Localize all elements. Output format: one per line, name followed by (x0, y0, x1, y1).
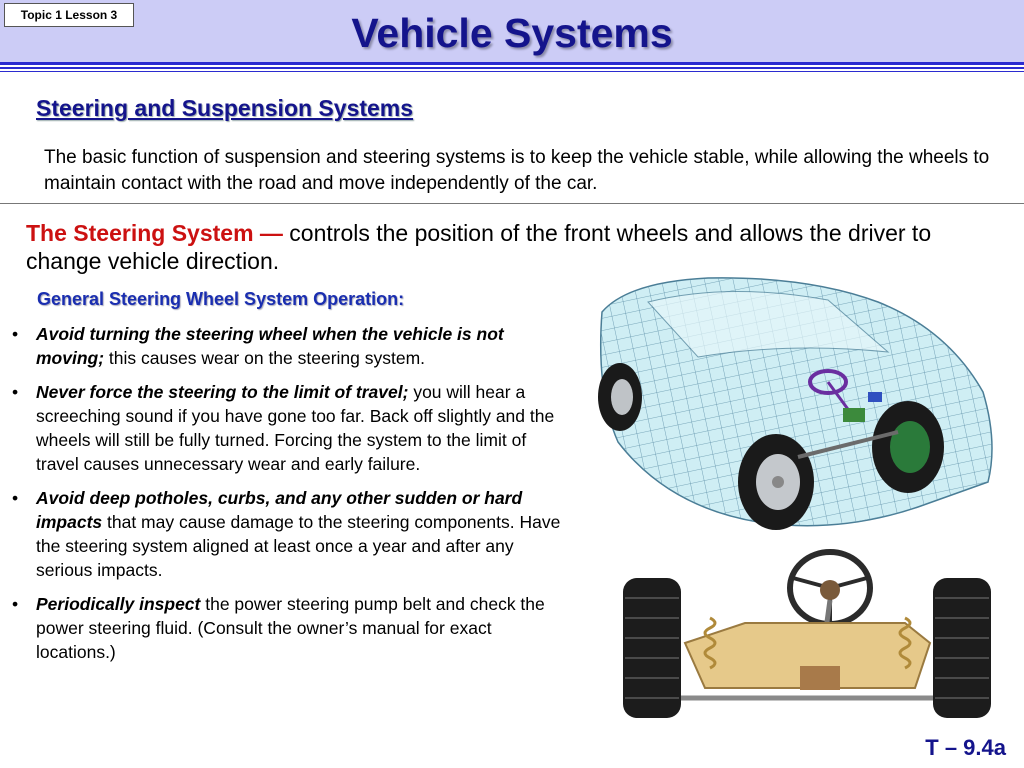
steering-gearbox (843, 408, 865, 422)
power-steering-pump (868, 392, 882, 402)
section-heading: Steering and Suspension Systems (36, 95, 414, 121)
rear-wheel (598, 363, 642, 431)
bullet-emphasis: Periodically inspect (36, 594, 201, 614)
bullet-emphasis: Avoid turning the steering wheel when th… (36, 324, 504, 368)
steering-system-lead: The Steering System — (26, 220, 283, 246)
bullet-dot: • (12, 488, 19, 508)
suspension-frame (683, 622, 932, 689)
left-tire (623, 578, 681, 718)
steering-rack (800, 666, 840, 690)
operation-heading: General Steering Wheel System Operation: (37, 289, 405, 309)
front-left-wheel (738, 434, 814, 530)
bullet-dot: • (12, 324, 19, 344)
bullet-item: • Avoid deep potholes, curbs, and any ot… (10, 486, 572, 582)
front-right-wheel (872, 401, 944, 493)
header-rule-middle (0, 67, 1024, 69)
bullet-item: • Never force the steering to the limit … (10, 380, 572, 476)
page-title: Vehicle Systems (351, 10, 673, 56)
bullet-emphasis: Never force the steering to the limit of… (36, 382, 409, 402)
section-divider (0, 203, 1024, 204)
header-rule-top (0, 62, 1024, 65)
operation-bullet-list: • Avoid turning the steering wheel when … (10, 322, 572, 674)
steering-wheel-in-car (808, 369, 852, 413)
bullet-emphasis: Avoid deep potholes, curbs, and any othe… (36, 488, 523, 532)
car-windshield (647, 291, 890, 358)
bullet-dot: • (12, 382, 19, 402)
tie-rod (797, 430, 899, 459)
bullet-text: the power steering pump belt and check t… (36, 594, 545, 662)
slide-number: T – 9.4a (925, 735, 1006, 760)
bullet-text: this causes wear on the steering system. (104, 348, 426, 368)
bullet-text: that may cause damage to the steering co… (36, 512, 561, 580)
bullet-dot: • (12, 594, 19, 614)
header-rule-bottom (0, 71, 1024, 72)
topic-lesson-label: Topic 1 Lesson 3 (4, 3, 134, 27)
bullet-item: • Avoid turning the steering wheel when … (10, 322, 572, 370)
bullet-item: • Periodically inspect the power steerin… (10, 592, 572, 664)
right-tire (933, 578, 991, 718)
right-coil-spring (898, 616, 912, 670)
left-coil-spring (703, 616, 717, 670)
header-band (0, 0, 1024, 62)
bullet-text: you will hear a screeching sound if you … (36, 382, 555, 474)
steering-system-paragraph: The Steering System — controls the posit… (26, 219, 986, 275)
intro-paragraph: The basic function of suspension and ste… (44, 147, 990, 194)
chassis-suspension-icon (623, 549, 991, 718)
wireframe-car-icon (598, 277, 993, 530)
steering-system-text: controls the position of the front wheel… (26, 220, 932, 274)
